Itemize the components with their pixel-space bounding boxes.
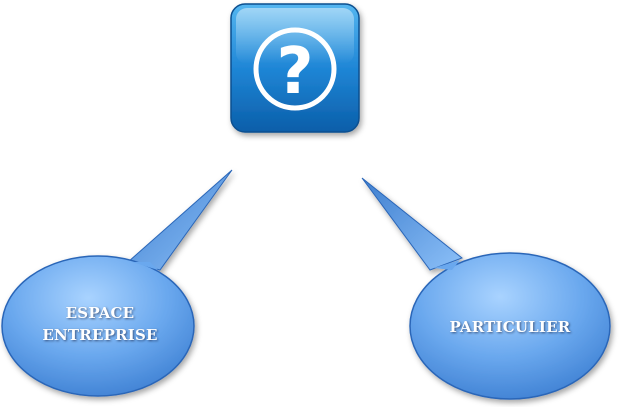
bubble-tail-joint-right bbox=[434, 260, 460, 270]
bubble-espace-entreprise[interactable] bbox=[1, 169, 233, 397]
question-mark-ring bbox=[253, 27, 337, 111]
label-espace-entreprise: ESPACE ENTREPRISE bbox=[30, 302, 170, 346]
label-line: ENTREPRISE bbox=[42, 326, 158, 344]
bubble-tail-joint-left bbox=[132, 262, 158, 270]
label-line: ESPACE bbox=[65, 304, 135, 322]
help-button[interactable]: ? bbox=[230, 3, 360, 133]
label-particulier: PARTICULIER bbox=[430, 316, 590, 338]
bubble-body-left bbox=[1, 255, 195, 397]
question-mark-icon: ? bbox=[276, 35, 313, 109]
bubble-tail-right bbox=[361, 177, 463, 271]
bubble-tail-left bbox=[126, 169, 233, 271]
label-line: PARTICULIER bbox=[449, 318, 571, 336]
bubble-body-right bbox=[409, 252, 611, 400]
help-icon-gloss bbox=[236, 8, 354, 64]
bubble-particulier[interactable] bbox=[361, 177, 611, 400]
